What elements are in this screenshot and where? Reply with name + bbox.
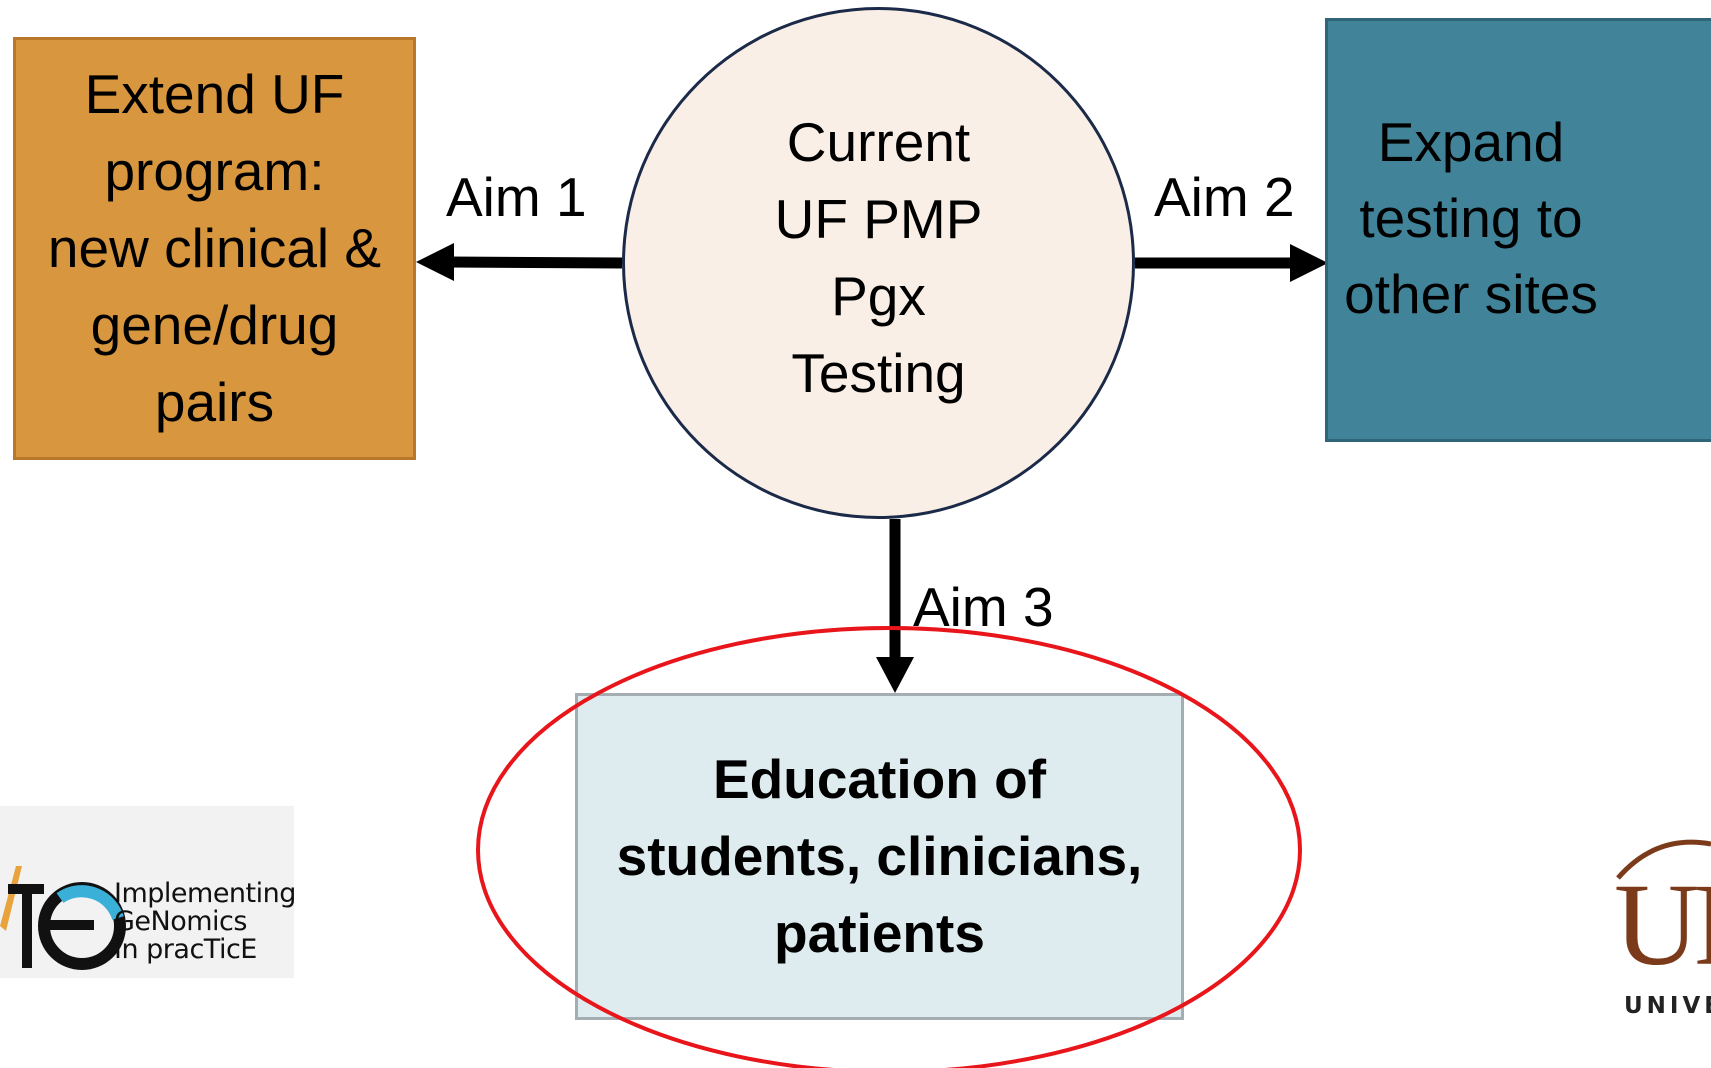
- aim3-label: Aim 3: [913, 576, 1054, 638]
- node-extend-program-label: Extend UF program: new clinical & gene/d…: [47, 63, 382, 433]
- aim2-label: Aim 2: [1154, 166, 1295, 228]
- node-current-testing: Current UF PMP Pgx Testing: [622, 7, 1135, 519]
- aim1-label: Aim 1: [446, 166, 587, 228]
- ignite-logo-text: Implementing GeNomics In pracTicE: [114, 878, 296, 965]
- university-seal-icon: [1616, 839, 1711, 880]
- university-logo-mark: UF: [1614, 859, 1711, 990]
- node-expand-testing: Expand testing to other sites: [1325, 18, 1711, 442]
- aim3-arrowhead: [876, 657, 914, 693]
- university-logo-word: UNIVE: [1624, 993, 1711, 1019]
- aim2-arrowhead: [1290, 244, 1328, 282]
- ignite-logo-icon: [0, 866, 126, 970]
- ignite-logo: [0, 806, 294, 978]
- node-expand-testing-label: Expand testing to other sites: [1344, 111, 1598, 325]
- node-education-label: Education of students, clinicians, patie…: [616, 748, 1143, 964]
- aim1-connector: [447, 256, 623, 269]
- node-current-testing-label: Current UF PMP Pgx Testing: [774, 111, 983, 404]
- highlight-ellipse: [476, 626, 1302, 1068]
- aim1-arrowhead: [416, 243, 454, 281]
- university-logo: UF UNIVE: [1596, 836, 1711, 1026]
- node-education: Education of students, clinicians, patie…: [575, 693, 1184, 1020]
- node-extend-program: Extend UF program: new clinical & gene/d…: [13, 37, 416, 460]
